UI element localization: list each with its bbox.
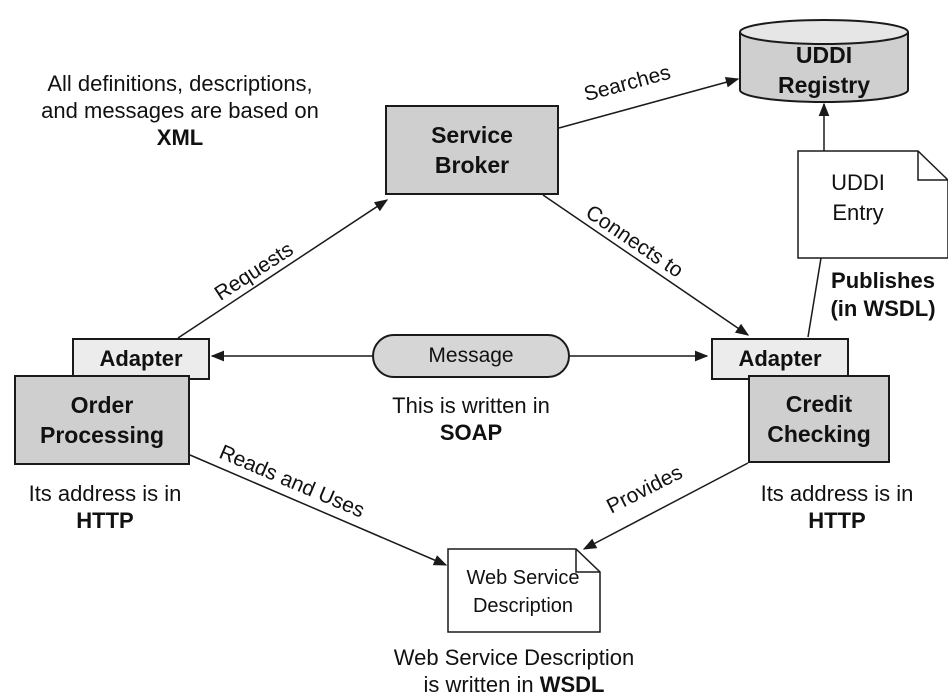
service-broker-line1: Service <box>431 122 513 148</box>
uddi-entry-document <box>797 150 948 259</box>
wsd-document-line1: Web Service <box>466 567 580 589</box>
credit-checking-box: Credit Checking <box>748 375 890 463</box>
uddi-entry-label: UDDI Entry <box>798 168 918 228</box>
order-processing-line1: Order <box>70 392 134 418</box>
xml-note-line3: XML <box>156 125 204 150</box>
right-address-line2: HTTP <box>808 508 866 533</box>
publishes-line2: (in WSDL) <box>830 296 936 321</box>
wsd-document-fold <box>575 549 600 573</box>
connects-to-arrow <box>542 194 750 336</box>
publishes-label: Publishes (in WSDL) <box>818 267 948 323</box>
reads-and-uses-arrow <box>189 454 448 566</box>
left-address-line2: HTTP <box>76 508 134 533</box>
uddi-registry-label: UDDI Registry <box>740 40 908 100</box>
wsd-document-line2: Description <box>472 595 574 617</box>
service-broker-box: Service Broker <box>385 105 559 195</box>
credit-checking-line1: Credit <box>785 391 853 417</box>
publishes-line1: Publishes <box>831 268 935 293</box>
xml-note: All definitions, descriptions, and messa… <box>10 70 350 151</box>
message-label: Message <box>428 344 514 367</box>
wsdl-note: Web Service Description is written in WS… <box>364 644 664 698</box>
soap-note-line1: This is written in <box>392 393 550 418</box>
searches-arrow <box>558 76 740 129</box>
wsdl-note-prefix: is written in <box>423 672 540 697</box>
wsd-document-label: Web Service Description <box>448 564 598 620</box>
publish-line <box>807 257 822 338</box>
uddi-entry-fold <box>917 151 948 181</box>
xml-note-line2: and messages are based on <box>41 98 319 123</box>
uddi-registry-line1: UDDI <box>795 42 853 68</box>
soap-note: This is written in SOAP <box>356 392 586 446</box>
credit-checking-line2: Checking <box>767 421 871 447</box>
uddi-registry-line2: Registry <box>777 72 871 98</box>
requests-arrow <box>177 199 389 339</box>
wsdl-note-line2: is written in WSDL <box>364 671 664 698</box>
provides-arrow <box>582 462 749 550</box>
uddi-entry-line2: Entry <box>832 200 884 225</box>
wsdl-note-line1: Web Service Description <box>393 645 635 670</box>
xml-note-line1: All definitions, descriptions, <box>47 71 313 96</box>
left-adapter-box: Adapter <box>72 338 210 380</box>
uddi-registry-cylinder <box>739 19 909 103</box>
left-adapter-label: Adapter <box>99 346 183 371</box>
soap-note-line2: SOAP <box>439 420 503 445</box>
service-broker-line2: Broker <box>434 152 510 178</box>
wsd-document <box>447 548 601 633</box>
right-address-line1: Its address is in <box>760 481 914 506</box>
right-address-note: Its address is in HTTP <box>734 480 940 534</box>
right-adapter-label: Adapter <box>738 346 822 371</box>
left-address-note: Its address is in HTTP <box>0 480 210 534</box>
wsdl-note-bold: WSDL <box>539 672 605 697</box>
order-processing-line2: Processing <box>40 422 164 448</box>
right-adapter-box: Adapter <box>711 338 849 380</box>
uddi-entry-line1: UDDI <box>831 170 885 195</box>
left-address-line1: Its address is in <box>28 481 182 506</box>
order-processing-box: Order Processing <box>14 375 190 465</box>
